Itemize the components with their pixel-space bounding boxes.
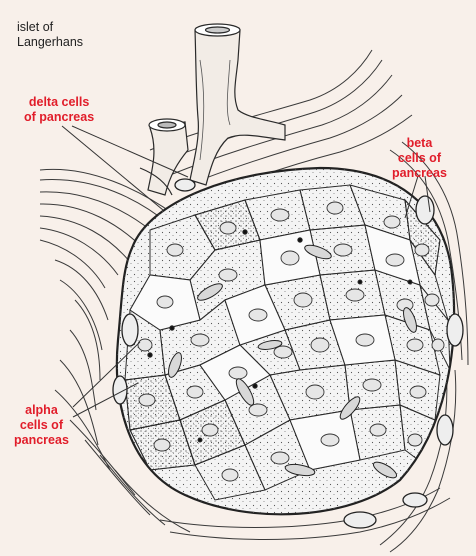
alpha-label-line-2: cells of bbox=[14, 418, 69, 433]
beta-cells-label: beta cells of pancreas bbox=[392, 136, 447, 180]
delta-label-line-1: delta cells bbox=[24, 95, 94, 110]
delta-label-line-2: of pancreas bbox=[24, 110, 94, 125]
beta-label-line-3: pancreas bbox=[392, 166, 447, 181]
alpha-cells-label: alpha cells of pancreas bbox=[14, 403, 69, 447]
alpha-label-line-3: pancreas bbox=[14, 433, 69, 448]
islet-title-label: islet of Langerhans bbox=[17, 20, 83, 50]
delta-cells-label: delta cells of pancreas bbox=[24, 95, 94, 125]
beta-label-line-2: cells of bbox=[392, 151, 447, 166]
alpha-label-line-1: alpha bbox=[14, 403, 69, 418]
islet-title-line-2: Langerhans bbox=[17, 35, 83, 50]
islet-title-line-1: islet of bbox=[17, 20, 83, 35]
beta-label-line-1: beta bbox=[392, 136, 447, 151]
blood-vessel bbox=[140, 24, 285, 195]
